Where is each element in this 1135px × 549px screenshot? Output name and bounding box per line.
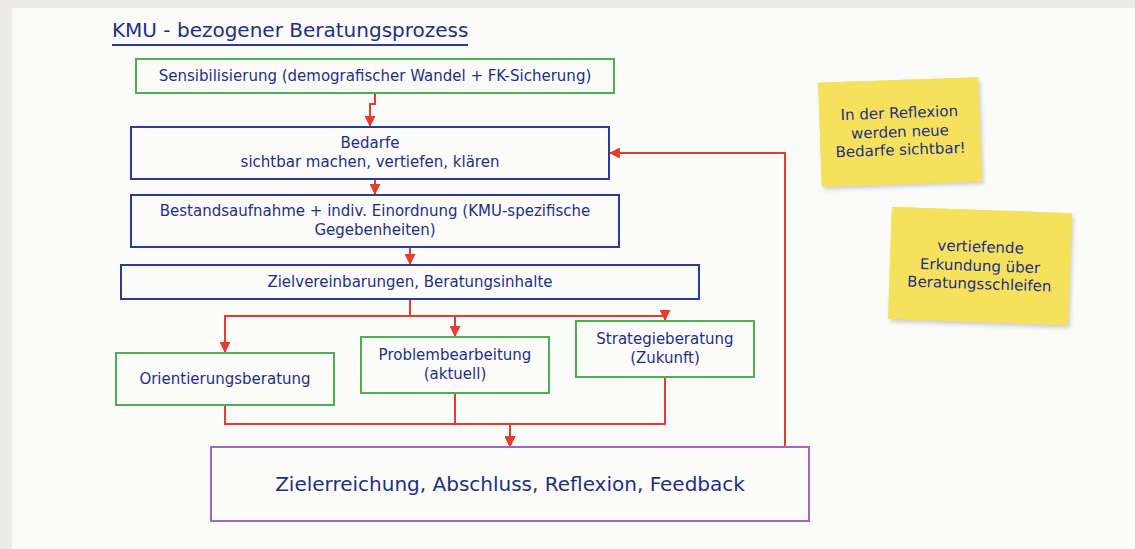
node-text: Problembearbeitung (aktuell) [372,346,538,384]
node-text: sichtbar machen, vertiefen, klären [241,153,500,172]
process-box: Bedarfesichtbar machen, vertiefen, kläre… [130,126,610,180]
process-box: Strategieberatung (Zukunft) [575,320,755,378]
flow-arrow [455,394,510,446]
flow-arrow [374,180,376,194]
node-text: Sensibilisierung (demografischer Wandel … [159,67,592,86]
sticky-note: In der Reflexion werden neue Bedarfe sic… [818,77,982,187]
flow-arrow [225,406,510,446]
node-text: Strategieberatung (Zukunft) [587,330,743,368]
node-text: Zielerreichung, Abschluss, Reflexion, Fe… [275,472,745,497]
flow-arrow [370,94,375,126]
process-box: Zielvereinbarungen, Beratungsinhalte [120,264,700,300]
flow-arrow [409,248,411,264]
node-text: Bestandsaufnahme + indiv. Einordnung (KM… [142,202,608,240]
result-box: Zielerreichung, Abschluss, Reflexion, Fe… [210,446,810,522]
diagram-title: KMU - bezogener Beratungsprozess [112,18,468,46]
flow-arrow [410,300,455,336]
note-text: In der Reflexion werden neue Bedarfe sic… [831,102,969,163]
node-text: Bedarfe [341,134,400,153]
node-text: Zielvereinbarungen, Beratungsinhalte [267,273,552,292]
process-box: Bestandsaufnahme + indiv. Einordnung (KM… [130,194,620,248]
process-box: Problembearbeitung (aktuell) [360,336,550,394]
flow-arrow [410,300,665,320]
sticky-note: vertiefende Erkundung über Beratungsschl… [888,207,1072,325]
note-text: vertiefende Erkundung über Beratungsschl… [901,235,1059,297]
flow-arrow [510,378,665,446]
node-text: Orientierungsberatung [139,370,310,389]
flow-arrow [225,300,410,352]
process-box: Sensibilisierung (demografischer Wandel … [135,58,615,94]
process-box: Orientierungsberatung [115,352,335,406]
